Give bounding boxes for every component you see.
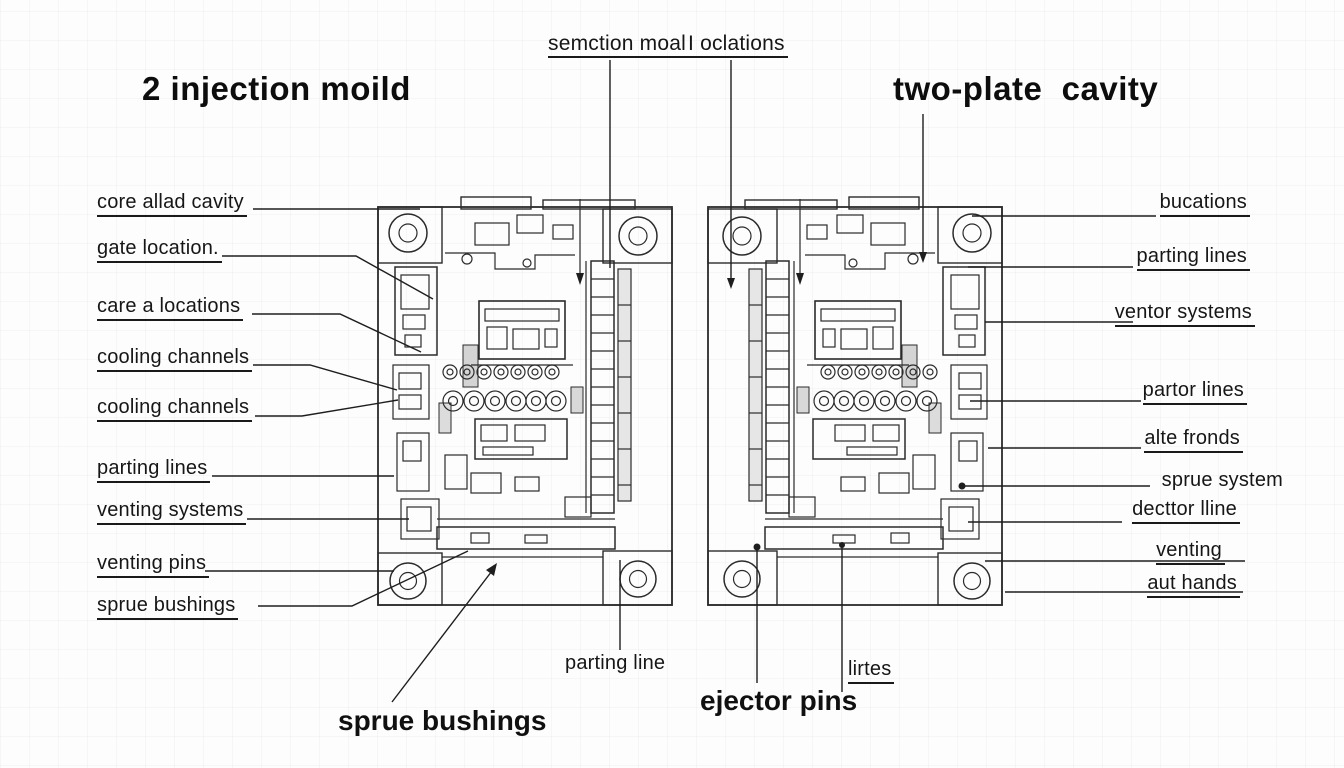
label-parting-lines-right: parting lines — [1136, 245, 1250, 271]
leader-cooling-channels-1 — [253, 364, 398, 391]
leader-care-a-locations — [252, 313, 422, 353]
label-ejector-pins: ejector pins — [700, 685, 858, 716]
label-sprue-bushings-left: sprue bushings — [97, 594, 239, 620]
label-core-and-cavity: core allad cavity — [97, 191, 247, 217]
label-venting-pins: venting pins — [97, 552, 210, 578]
label-decttor-lline: decttor lline — [1132, 498, 1240, 524]
label-lirtes: lirtes — [848, 658, 895, 684]
label-parting-lines-left: parting lines — [97, 457, 211, 483]
leader-cooling-channels-2 — [255, 399, 399, 417]
label-cooling-channels-2: cooling channels — [97, 396, 253, 422]
label-parting-line-bottom: parting line — [565, 652, 666, 674]
label-top-second: I oclations — [688, 32, 788, 58]
leader-gate-location — [222, 255, 434, 300]
mold-block-right — [707, 196, 1003, 606]
label-bucations: bucations — [1159, 191, 1250, 217]
label-sprue-bushings-bottom: sprue bushings — [338, 705, 547, 736]
label-sprue-system: sprue system — [1161, 469, 1283, 491]
mold-block-left — [377, 196, 673, 606]
label-partor-lines: partor lines — [1142, 379, 1247, 405]
label-venting-systems: venting systems — [97, 499, 247, 525]
leader-lines — [205, 60, 1245, 703]
label-aut-hands: aut hands — [1147, 572, 1240, 598]
label-alte-fronds: alte fronds — [1144, 427, 1243, 453]
label-venting: venting — [1156, 539, 1225, 565]
label-top-first: semction moal — [548, 32, 689, 58]
label-care-a-locations: care a locations — [97, 295, 244, 321]
leader-sprue-bushings-bottom — [391, 566, 496, 703]
label-gate-location: gate location. — [97, 237, 222, 263]
title-right: two-plate cavity — [893, 70, 1159, 107]
label-cooling-channels-1: cooling channels — [97, 346, 253, 372]
label-ventor-systems: ventor systems — [1114, 301, 1255, 327]
leader-sprue-bushings-left — [258, 550, 469, 607]
title-left: 2 injection moild — [142, 70, 411, 107]
